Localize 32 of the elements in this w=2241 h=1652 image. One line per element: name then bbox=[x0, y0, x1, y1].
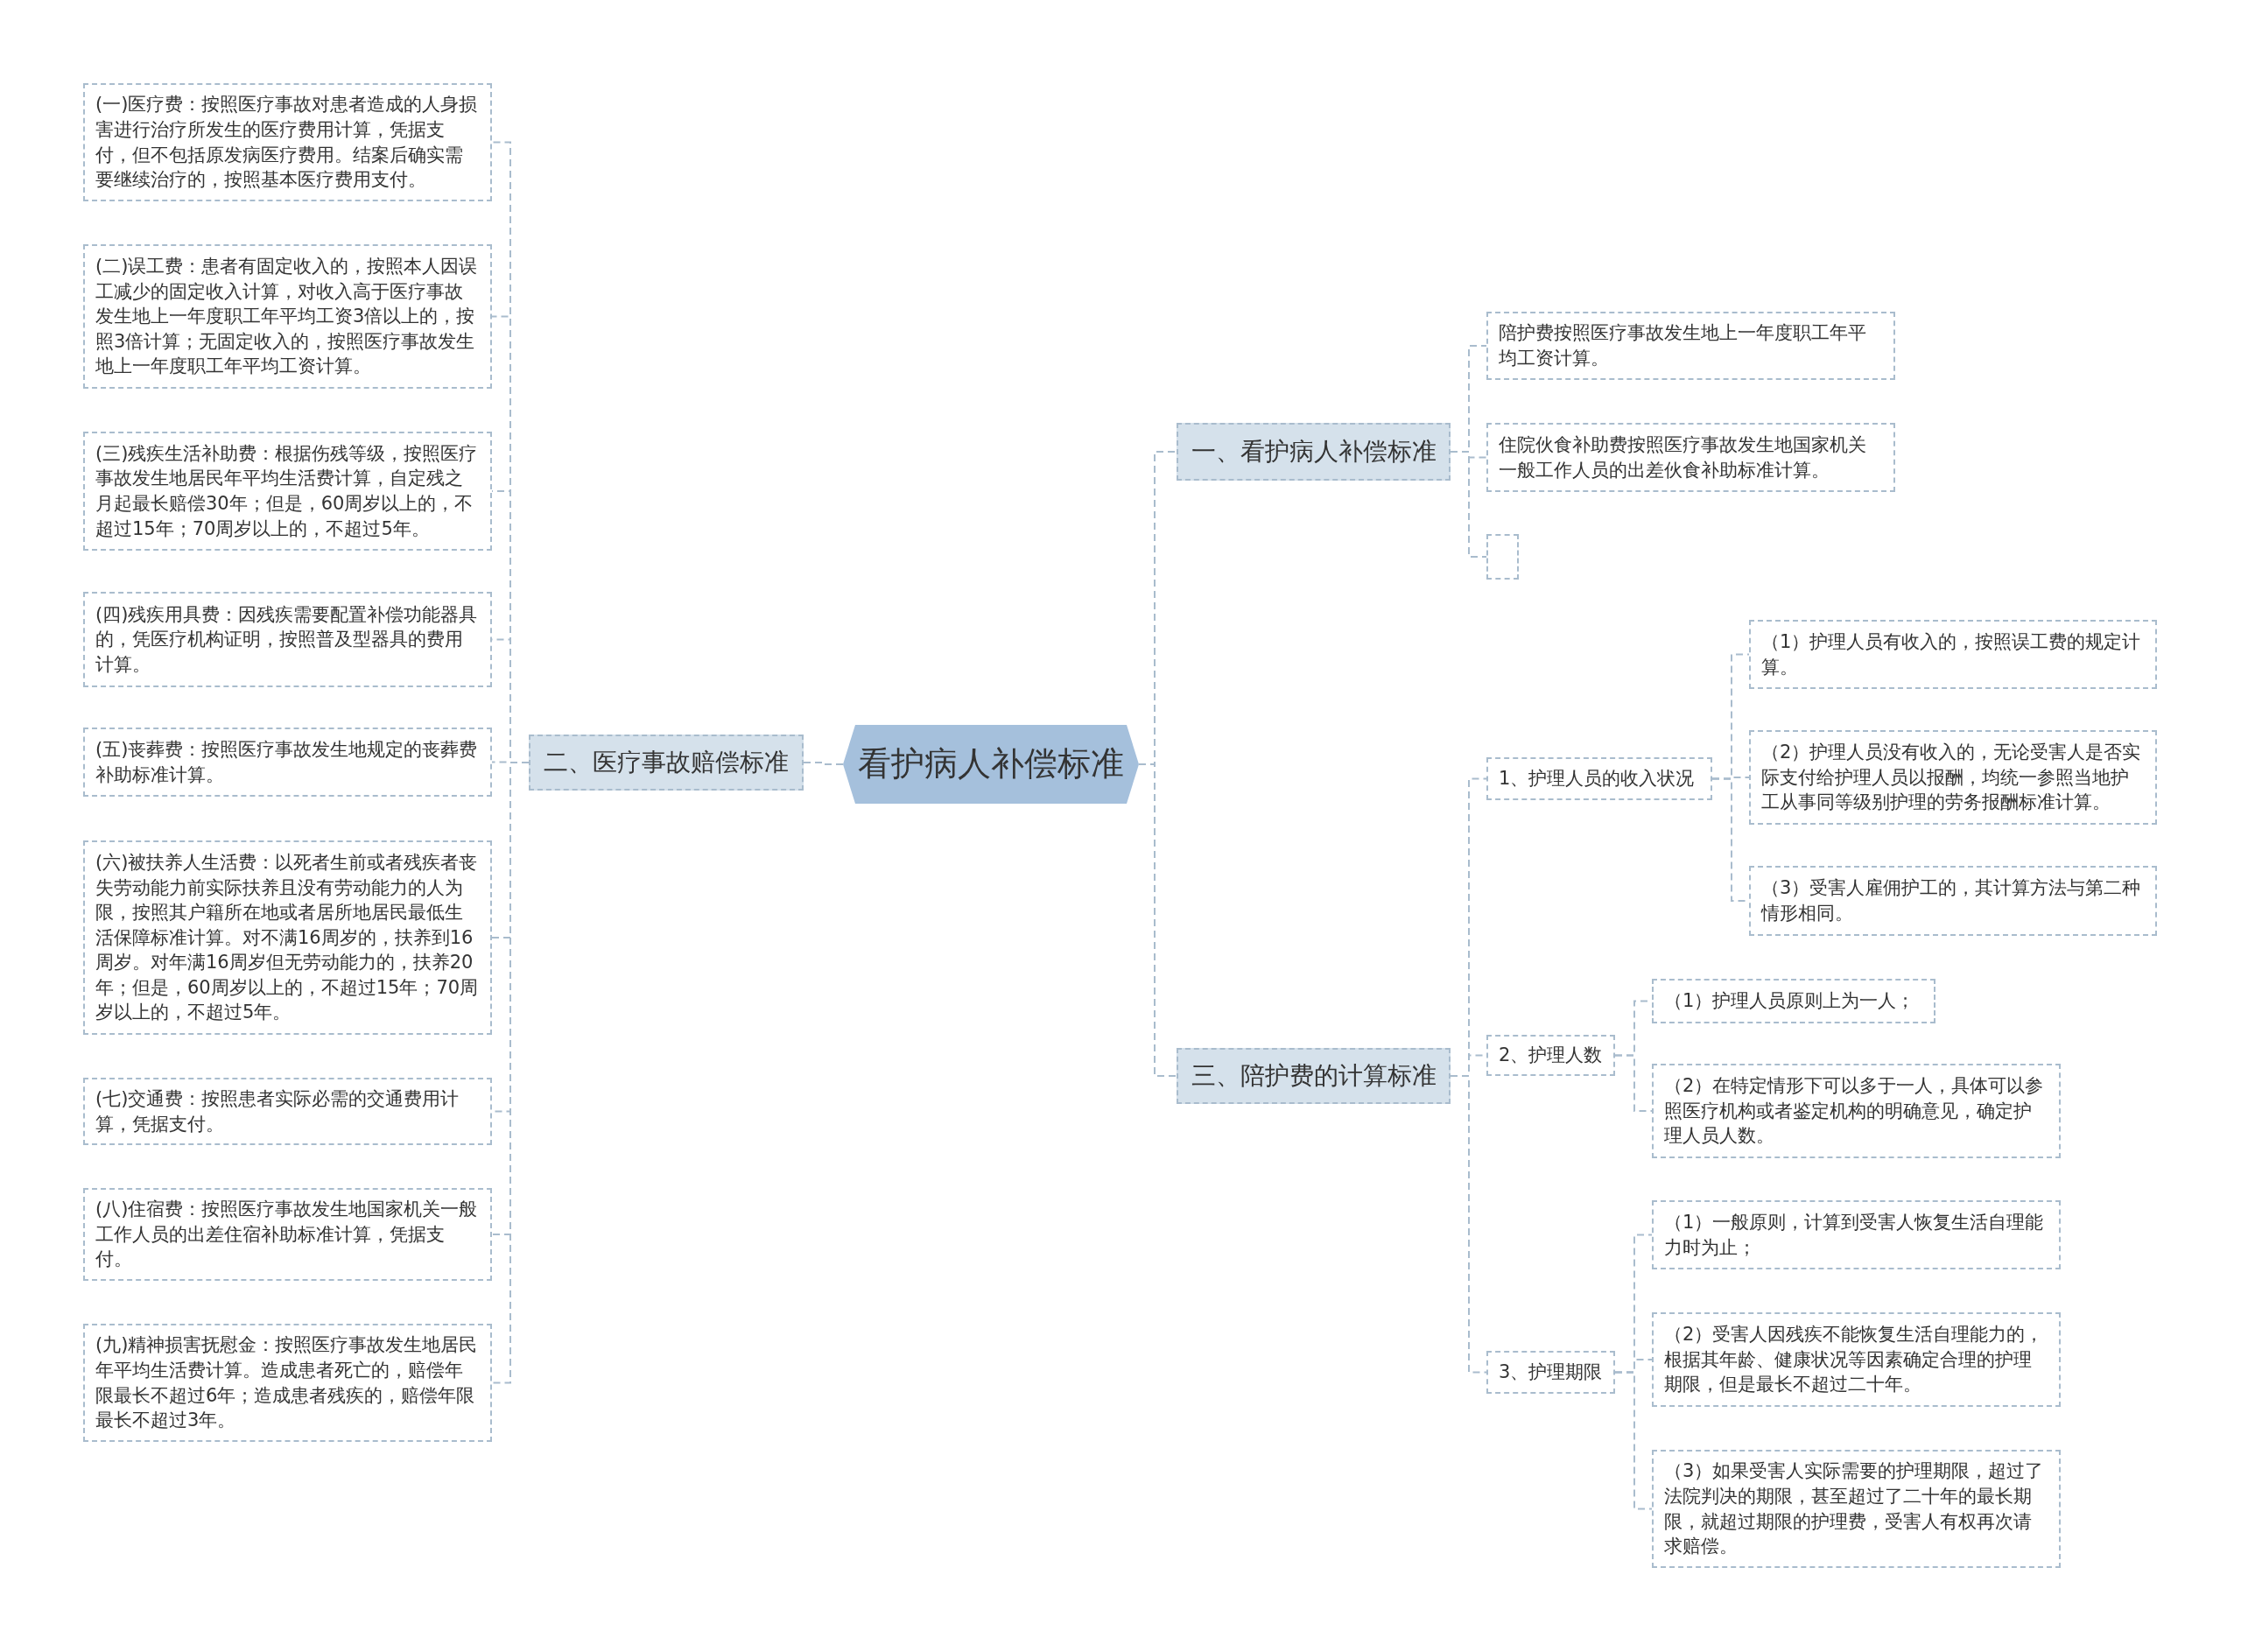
topic-box: （2）在特定情形下可以多于一人，具体可以参照医疗机构或者鉴定机构的明确意见，确定护理人员人数。 bbox=[1652, 1064, 2061, 1158]
connector-line bbox=[1450, 451, 1487, 558]
topic-box: （1）一般原则，计算到受害人恢复生活自理能力时为止； bbox=[1652, 1200, 2061, 1269]
branch-topic: 一、看护病人补偿标准 bbox=[1177, 423, 1451, 481]
topic-box: (二)误工费：患者有固定收入的，按照本人因误工减少的固定收入计算，对收入高于医疗事故发生地上一年度职工年平均工资3倍以上的，按照3倍计算；无固定收入的，按照医疗事故发生地上一年度职工年平均工资计算。 bbox=[83, 244, 492, 389]
topic-box: 3、护理期限 bbox=[1486, 1351, 1615, 1394]
topic-box: （1）护理人员原则上为一人； bbox=[1652, 979, 1935, 1023]
connector-line bbox=[1450, 1075, 1487, 1374]
topic-box: （1）护理人员有收入的，按照误工费的规定计算。 bbox=[1749, 620, 2157, 689]
topic-box: （2）受害人因残疾不能恢复生活自理能力的，根据其年龄、健康状况等因素确定合理的护理期限，但是最长不超过二十年。 bbox=[1652, 1312, 2061, 1407]
central-topic: 看护病人补偿标准 bbox=[843, 725, 1139, 804]
topic-box: (五)丧葬费：按照医疗事故发生地规定的丧葬费补助标准计算。 bbox=[83, 728, 492, 797]
topic-box: 住院伙食补助费按照医疗事故发生地国家机关一般工作人员的出差伙食补助标准计算。 bbox=[1486, 423, 1895, 492]
topic-box: (一)医疗费：按照医疗事故对患者造成的人身损害进行治疗所发生的医疗费用计算，凭据支付，但不包括原发病医疗费用。结案后确实需要继续治疗的，按照基本医疗费用支付。 bbox=[83, 83, 492, 201]
branch-topic: 二、医疗事故赔偿标准 bbox=[529, 735, 804, 791]
topic-box: 1、护理人员的收入状况 bbox=[1486, 757, 1712, 800]
topic-box: (九)精神损害抚慰金：按照医疗事故发生地居民年平均生活费计算。造成患者死亡的，赔偿年限最长不超过6年；造成患者残疾的，赔偿年限最长不超过3年。 bbox=[83, 1324, 492, 1442]
empty-box bbox=[1486, 534, 1519, 580]
connector-line bbox=[1614, 1371, 1653, 1510]
topic-box: （3）如果受害人实际需要的护理期限，超过了法院判决的期限，甚至超过了二十年的最长期限，就超过期限的护理费，受害人有权再次请求赔偿。 bbox=[1652, 1450, 2061, 1568]
topic-box: (七)交通费：按照患者实际必需的交通费用计算，凭据支付。 bbox=[83, 1078, 492, 1145]
topic-box: 2、护理人数 bbox=[1486, 1035, 1615, 1076]
connector-line bbox=[1614, 1054, 1653, 1112]
connector-line bbox=[803, 762, 844, 765]
topic-box: (三)残疾生活补助费：根据伤残等级，按照医疗事故发生地居民年平均生活费计算，自定残之月起最长赔偿30年；但是，60周岁以上的，不超过15年；70周岁以上的，不超过5年。 bbox=[83, 432, 492, 551]
topic-box: (八)住宿费：按照医疗事故发生地国家机关一般工作人员的出差住宿补助标准计算，凭据支付。 bbox=[83, 1188, 492, 1281]
topic-box: （2）护理人员没有收入的，无论受害人是否实际支付给护理人员以报酬，均统一参照当地护工从事同等级别护理的劳务报酬标准计算。 bbox=[1749, 730, 2157, 825]
topic-box: (六)被扶养人生活费：以死者生前或者残疾者丧失劳动能力前实际扶养且没有劳动能力的人为限，按照其户籍所在地或者居所地居民最低生活保障标准计算。对不满16周岁的，扶养到16周岁。对年满16周岁但无劳动能力的，扶养20年；但是，60周岁以上的，不超过15年；70周岁以上的，不超过5年。 bbox=[83, 840, 492, 1035]
topic-box: 陪护费按照医疗事故发生地上一年度职工年平均工资计算。 bbox=[1486, 312, 1895, 380]
topic-box: （3）受害人雇佣护工的，其计算方法与第二种情形相同。 bbox=[1749, 866, 2157, 936]
branch-topic: 三、陪护费的计算标准 bbox=[1177, 1048, 1451, 1104]
topic-box: (四)残疾用具费：因残疾需要配置补偿功能器具的，凭医疗机构证明，按照普及型器具的费用计算。 bbox=[83, 592, 492, 687]
